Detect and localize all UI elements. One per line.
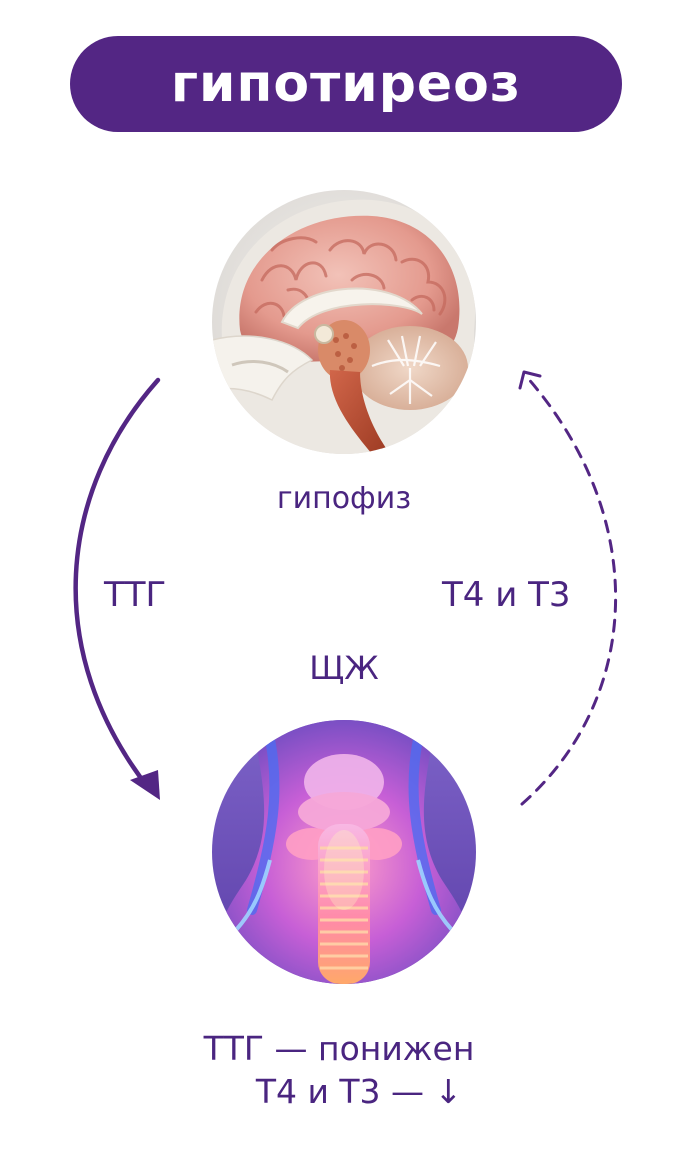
title-banner: гипотиреоз [70, 36, 622, 132]
thyroid-image [212, 720, 476, 984]
brain-illustration-icon [212, 190, 476, 454]
result-summary: ТТГ — понижен Т4 и Т3 — ↓ [0, 1028, 678, 1114]
t4-t3-result: Т4 и Т3 — ↓ [255, 1071, 463, 1111]
page-title: гипотиреоз [170, 54, 522, 114]
arrowhead-up-icon [518, 370, 542, 390]
pituitary-label: гипофиз [276, 481, 412, 516]
t4-t3-label: Т4 и Т3 [442, 575, 571, 615]
arrowhead-down-icon [130, 770, 160, 800]
tsh-result: ТТГ — понижен [203, 1029, 475, 1068]
thyroid-illustration-icon [212, 720, 476, 984]
brain-image [212, 190, 476, 454]
thyroid-label: ЩЖ [309, 649, 379, 687]
tsh-label: ТТГ [104, 575, 167, 615]
